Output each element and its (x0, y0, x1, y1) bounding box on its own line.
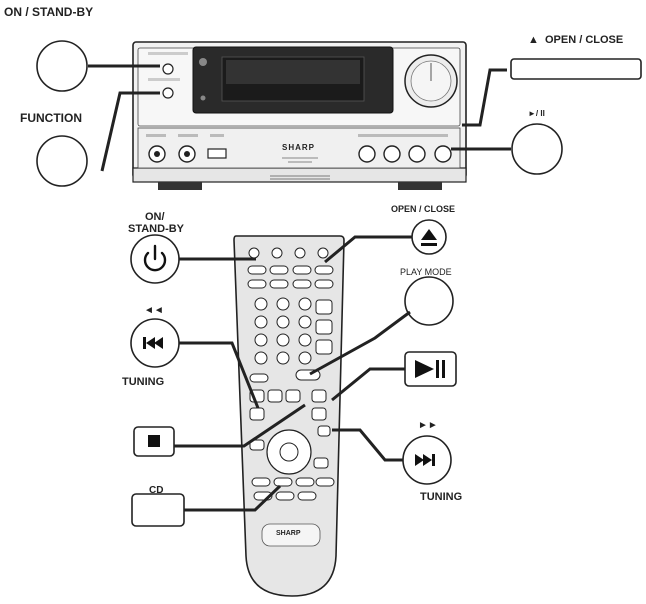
label-open-close-remote: OPEN / CLOSE (391, 204, 456, 214)
unit-button-1[interactable] (358, 145, 376, 163)
callout-play-mode-remote (404, 276, 454, 326)
label-play-pause-unit: ►/ II (528, 109, 545, 118)
unit-play-pause-button[interactable] (434, 145, 452, 163)
unit-leader-lines (88, 64, 511, 172)
power-icon (143, 244, 167, 272)
label-open-close-unit: OPEN / CLOSE (545, 34, 624, 46)
eject-icon (421, 229, 437, 246)
unit-button-3[interactable] (408, 145, 426, 163)
unit-button-2[interactable] (383, 145, 401, 163)
label-play-mode-remote: PLAY MODE (400, 267, 452, 277)
label-tuning-right: TUNING (420, 491, 463, 503)
label-cd-remote: CD (149, 485, 164, 496)
remote-leader-lines (174, 235, 412, 512)
callout-function-unit (36, 135, 88, 187)
stop-icon (148, 435, 160, 447)
label-on-standby-unit: ON / STAND-BY (4, 5, 94, 19)
remote-enter-button[interactable] (279, 442, 299, 462)
unit-function-button[interactable] (162, 87, 174, 99)
remote-brand-logo: SHARP (276, 530, 301, 537)
label-on-remote: ON/ (145, 211, 165, 223)
label-function-unit: FUNCTION (20, 111, 82, 125)
label-fast-forward-arrows: ►► (418, 420, 438, 431)
label-standby-remote: STAND-BY (128, 223, 185, 235)
unit-power-button[interactable] (162, 63, 174, 75)
skip-back-icon (143, 337, 163, 349)
play-pause-icon (415, 360, 445, 378)
label-rewind-arrows: ◄◄ (144, 305, 164, 316)
skip-forward-icon (415, 454, 435, 466)
callout-open-close-unit (510, 58, 642, 80)
usb-port[interactable] (207, 148, 227, 159)
label-tuning-left: TUNING (122, 376, 165, 388)
callout-on-standby-unit (36, 40, 88, 92)
main-unit (132, 41, 467, 190)
eject-small-icon: ▲ (528, 34, 539, 46)
callout-play-pause-unit (511, 123, 563, 175)
callout-cd-remote (131, 493, 185, 527)
unit-brand-logo: SHARP (282, 143, 316, 152)
